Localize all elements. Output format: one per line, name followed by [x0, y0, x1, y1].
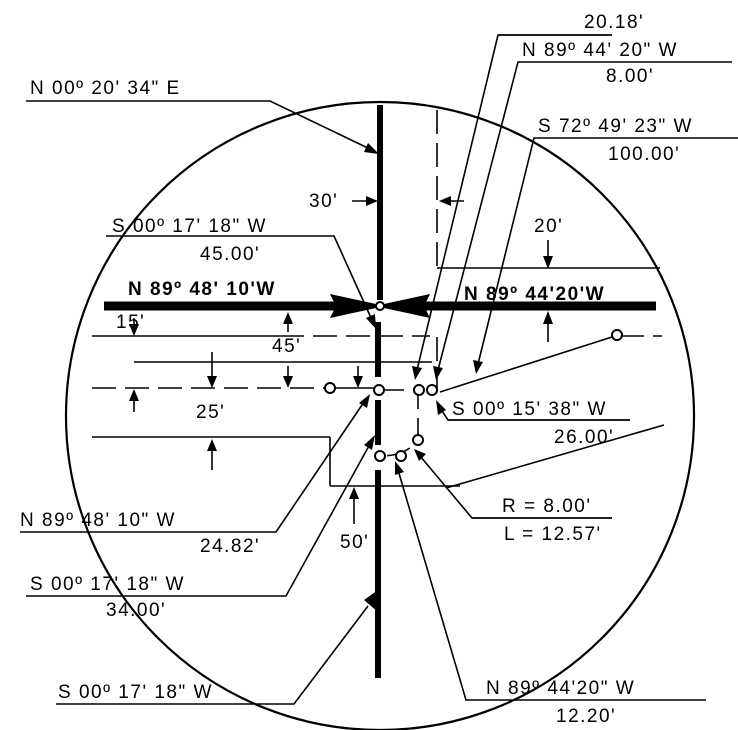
label-l-12-57: L = 12.57' [504, 524, 602, 545]
dim-15-arrow [129, 324, 139, 336]
label-s00-17-18-mid: S 00º 17' 18" W [30, 574, 185, 595]
leader-n89-48-10-low [20, 401, 365, 533]
label-26-00: 26.00' [554, 427, 614, 448]
leader-s72-arrow [473, 360, 483, 374]
label-n89-44-20-top: N 89º 44' 20" W [522, 40, 678, 61]
pt-curve-a [412, 434, 424, 446]
pt-far-east [611, 329, 623, 341]
leader-n89-44-20-top-arrow [433, 366, 443, 380]
label-s00-17-18-bottom: S 00º 17' 18" W [58, 682, 213, 703]
label-s00-17-18-top: S 00º 17' 18" W [112, 216, 267, 237]
pt-east-a [413, 384, 425, 396]
detail-circle [64, 100, 696, 730]
label-100-00: 100.00' [608, 144, 680, 165]
leader-n89-48-10-low-arrow [359, 394, 370, 408]
label-15: 15' [116, 312, 145, 333]
label-s00-15-38: S 00º 15' 38" W [452, 399, 607, 420]
label-8-00: 8.00' [606, 66, 654, 87]
dim-15-arrow-b [129, 389, 139, 401]
label-30: 30' [309, 191, 338, 212]
label-34-00: 34.00' [106, 600, 166, 621]
label-n89-48-10-low: N 89º 48' 10" W [20, 510, 176, 531]
label-r-8-00: R = 8.00' [502, 496, 591, 517]
pt-curve-c [374, 450, 386, 462]
intersection-wedge-east [384, 294, 430, 318]
leader-s00-17-18-mid-arrow [364, 435, 375, 450]
leader-far-east [439, 336, 613, 393]
label-45-00: 45.00' [200, 244, 260, 265]
label-s72: S 72º 49' 23" W [538, 116, 693, 137]
leader-s00-15-38-arrow [436, 400, 446, 415]
dim-20-arrow [543, 256, 553, 269]
pt-center [373, 384, 385, 396]
dim-45-arrow-c [353, 376, 363, 388]
parcel-outline [379, 389, 419, 457]
leader-s72 [477, 137, 738, 365]
leader-s00-17-18-top [106, 235, 373, 321]
label-50: 50' [340, 532, 369, 553]
dim-30-right-arrow [439, 196, 451, 206]
label-n00-20-34-e: N 00º 20' 34" E [30, 78, 181, 99]
label-20-18: 20.18' [584, 12, 644, 33]
pt-curve-b [395, 450, 407, 462]
label-n89-44-20-road: N 89º 44'20'W [464, 284, 605, 305]
label-45: 45' [272, 336, 301, 357]
leader-s00-17-18-bottom [56, 605, 369, 705]
dim-25-arrow-b [207, 439, 217, 451]
label-24-82: 24.82' [200, 536, 260, 557]
label-12-20: 12.20' [556, 706, 616, 727]
leader-radius-b [445, 424, 665, 489]
label-n89-44-20-bottom: N 89º 44'20" W [486, 678, 635, 699]
label-25: 25' [196, 402, 225, 423]
dim-50-arrow [349, 487, 359, 499]
dim-45-arrow [283, 376, 293, 388]
leader-20-18-arrow [412, 366, 422, 380]
leader-s00-17-18-mid [26, 443, 371, 597]
intersection-monument [375, 301, 385, 311]
pt-west-offset [324, 382, 336, 394]
label-20: 20' [534, 216, 563, 237]
leader-n89-44-20-top [437, 61, 732, 371]
leader-s00-17-18-top-arrow [366, 314, 376, 329]
label-n89-48-10-road: N 89º 48' 10'W [128, 279, 276, 300]
leader-n00-20-34-arrow [364, 143, 379, 154]
dim-20-arrow-b [543, 311, 553, 324]
pt-east-b [426, 384, 438, 396]
leader-radius-arrow [414, 449, 426, 461]
leader-n89-44-20-bottom [397, 469, 706, 701]
dim-25-arrow [207, 376, 217, 388]
leader-n89-44-20-bottom-arrow [395, 461, 404, 475]
ns-road-arrow-lower [364, 590, 378, 612]
intersection-wedge-west [330, 294, 376, 318]
dim-30-left-arrow [366, 196, 378, 206]
leader-n00-20-34 [26, 100, 373, 151]
